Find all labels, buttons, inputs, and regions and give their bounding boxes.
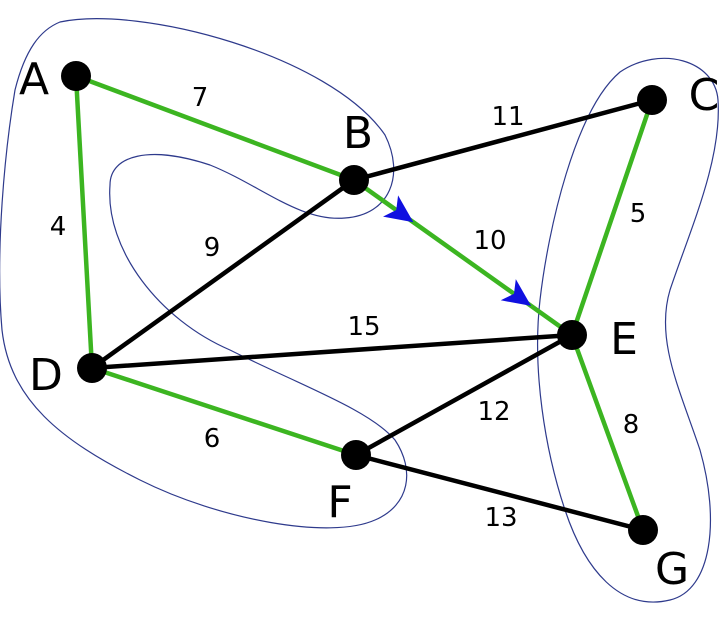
- node-label-c: C: [689, 70, 720, 121]
- edge-weight-b-e: 10: [473, 226, 506, 256]
- edge-weight-d-f: 6: [204, 424, 221, 454]
- edge-weight-b-d: 9: [204, 233, 221, 263]
- edge-d-e: [89, 332, 575, 371]
- node-c: [637, 85, 667, 115]
- node-label-e: E: [610, 314, 638, 365]
- edge-weight-a-b: 7: [192, 83, 209, 113]
- edge-b-c: [351, 97, 655, 183]
- node-label-g: G: [655, 544, 689, 595]
- edges-layer: [73, 73, 655, 533]
- edge-b-e: [351, 177, 575, 338]
- edge-c-e: [569, 97, 655, 338]
- node-a: [61, 61, 91, 91]
- node-label-f: F: [327, 477, 352, 528]
- edge-weight-d-e: 15: [347, 312, 380, 342]
- node-g: [628, 515, 658, 545]
- edge-d-f: [89, 365, 359, 458]
- direction-arrow-icon: [500, 279, 532, 306]
- edge-weight-a-d: 4: [50, 212, 67, 242]
- node-d: [77, 353, 107, 383]
- cluster-outline-ceg: [537, 57, 719, 603]
- node-b: [339, 165, 369, 195]
- edge-weight-f-g: 13: [484, 503, 517, 533]
- node-label-d: D: [29, 350, 63, 401]
- direction-arrow-icon: [383, 195, 414, 223]
- edge-weight-e-g: 8: [623, 410, 640, 440]
- node-label-a: A: [19, 54, 49, 105]
- nodes-layer: [61, 61, 667, 545]
- edge-a-b: [73, 73, 357, 183]
- edge-weight-e-f: 12: [477, 397, 510, 427]
- edge-labels-layer: 7 4 11 9 10 5 15 6 12 8 13: [50, 83, 647, 533]
- edge-weight-b-c: 11: [491, 102, 524, 132]
- edge-weight-c-e: 5: [630, 199, 647, 229]
- node-label-b: B: [343, 108, 373, 159]
- edge-b-d: [89, 177, 357, 371]
- arrows-layer: [383, 195, 532, 306]
- edge-e-f: [353, 332, 575, 458]
- edge-a-d: [73, 73, 95, 371]
- node-f: [341, 440, 371, 470]
- edge-e-g: [569, 332, 646, 533]
- cluster-outline-abdf: [0, 18, 408, 529]
- edge-f-g: [353, 452, 646, 533]
- node-e: [557, 320, 587, 350]
- node-labels-layer: A B C D E F G: [19, 54, 719, 595]
